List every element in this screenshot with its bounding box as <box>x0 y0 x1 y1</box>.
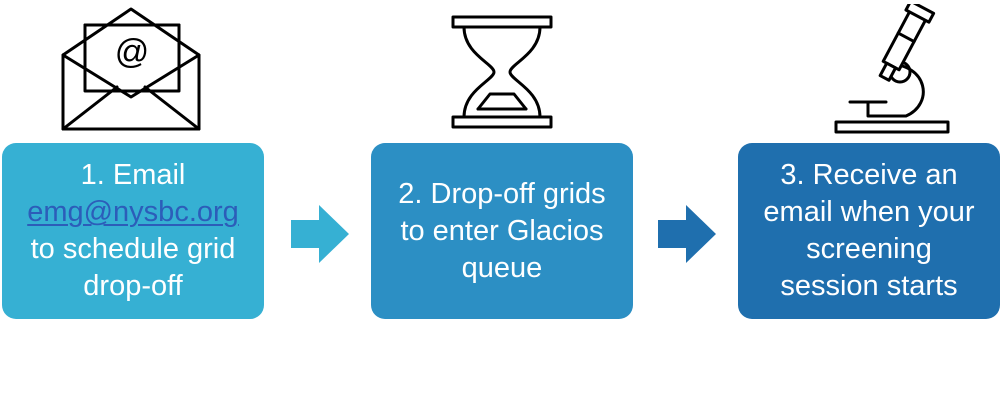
svg-text:@: @ <box>115 33 150 71</box>
step-3-line: email when your <box>763 196 975 228</box>
step-1-line: drop-off <box>83 270 183 302</box>
hourglass-icon <box>451 15 553 129</box>
step-3-text: 3. Receive an email when your screening … <box>763 157 974 305</box>
step-1-box: 1. Email emg@nysbc.org to schedule grid … <box>2 143 264 319</box>
step-3-line: session starts <box>780 270 958 302</box>
step-1-line: 1. Email <box>80 159 186 191</box>
step-2-text: 2. Drop-off grids to enter Glacios queue <box>398 176 605 287</box>
step-2-line: queue <box>461 251 543 284</box>
step-2-box: 2. Drop-off grids to enter Glacios queue <box>371 143 633 319</box>
email-link[interactable]: emg@nysbc.org <box>27 196 239 228</box>
step-1-text: 1. Email emg@nysbc.org to schedule grid … <box>27 157 239 305</box>
step-2-line: 2. Drop-off grids <box>398 177 606 210</box>
arrow-right-icon <box>291 205 349 263</box>
microscope-icon <box>834 4 950 134</box>
step-2-line: to enter Glacios <box>400 214 604 247</box>
step-3-line: 3. Receive an <box>780 159 958 191</box>
arrow-right-icon <box>658 205 716 263</box>
step-1-line: to schedule grid <box>30 233 236 265</box>
step-3-box: 3. Receive an email when your screening … <box>738 143 1000 319</box>
step-3-line: screening <box>806 233 932 265</box>
envelope-at-icon: @ <box>61 7 201 131</box>
